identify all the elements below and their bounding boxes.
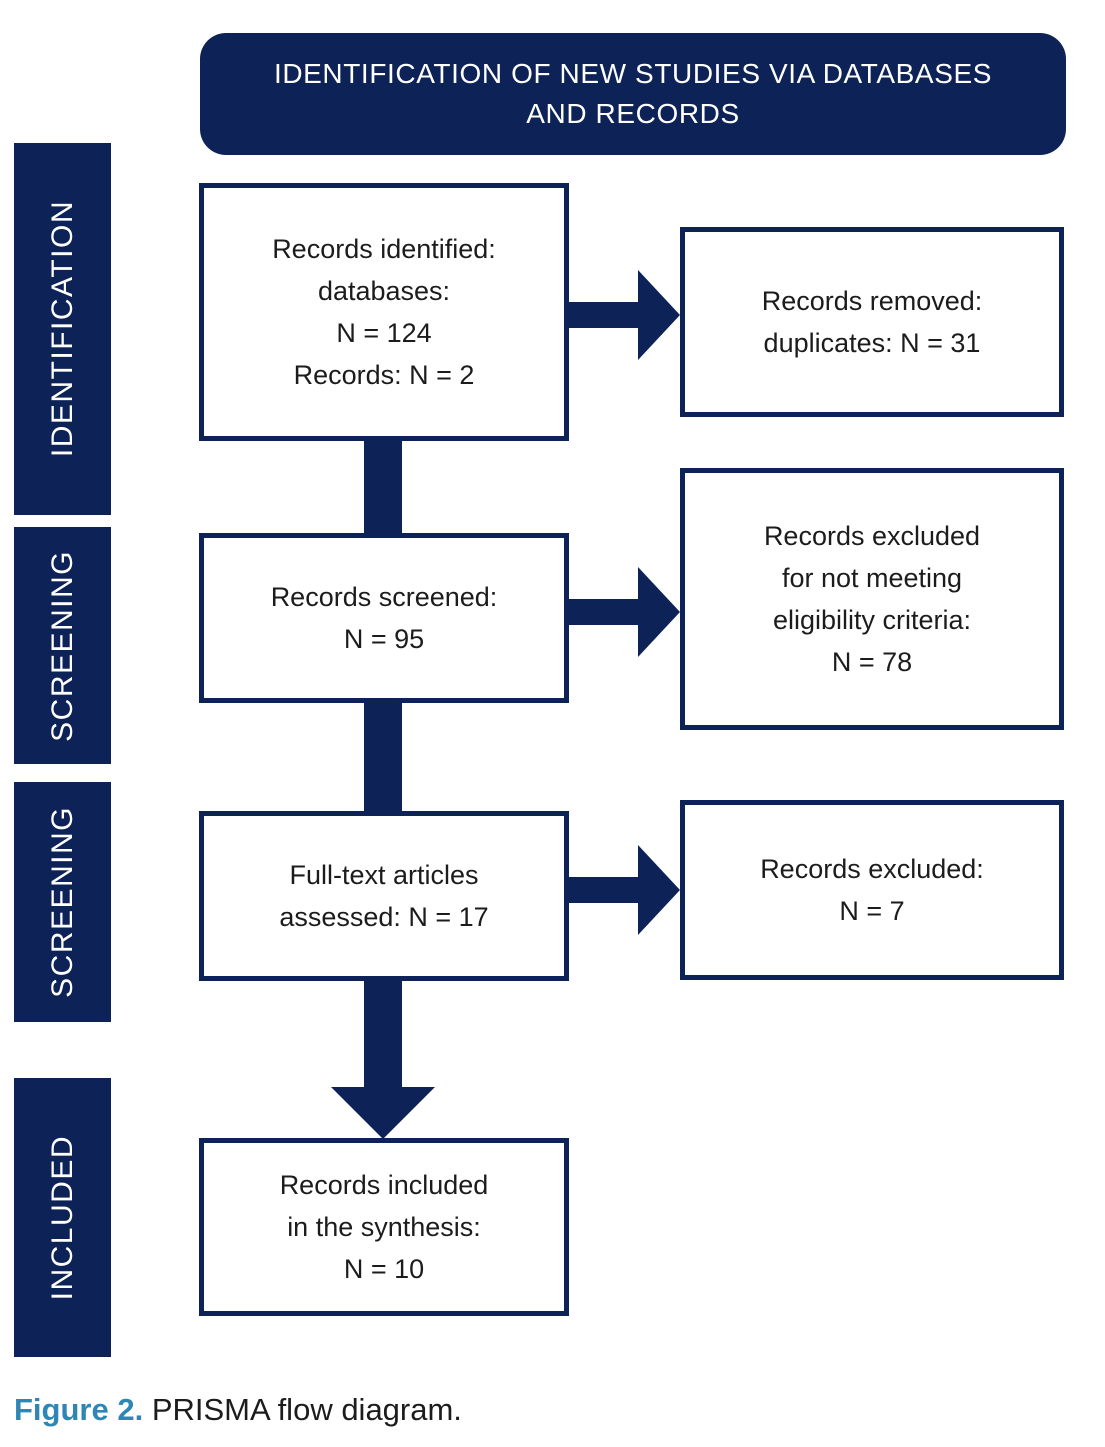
arrow-head [638,845,680,935]
stage-label-included: INCLUDED [45,1134,79,1301]
stage-label-screening-2: SCREENING [45,806,79,998]
stage-bar-identification: IDENTIFICATION [14,143,111,515]
arrow-head [638,567,680,657]
header-banner: IDENTIFICATION OF NEW STUDIES VIA DATABA… [200,33,1066,155]
right-arrow-fulltext-to-excluded-icon [567,845,680,935]
stage-label-screening-1: SCREENING [45,549,79,742]
stage-label-identification: IDENTIFICATION [45,200,79,458]
down-arrow-shaft-fulltext-to-included [364,979,402,1089]
box-records-included: Records included in the synthesis: N = 1… [199,1138,569,1316]
box-fulltext-assessed: Full-text articles assessed: N = 17 [199,811,569,981]
box-records-identified: Records identified: databases: N = 124 R… [199,183,569,441]
down-arrow-head-icon [331,1087,435,1139]
stage-bar-screening-1: SCREENING [14,527,111,764]
box-records-screened: Records screened: N = 95 [199,533,569,703]
right-arrow-screened-to-excluded-icon [567,567,680,657]
arrow-shaft [567,877,642,903]
stage-bar-included: INCLUDED [14,1078,111,1357]
arrow-shaft [567,302,642,328]
figure-caption-text: PRISMA flow diagram. [143,1392,462,1427]
figure-caption-number: Figure 2. [14,1392,144,1427]
stage-bar-screening-2: SCREENING [14,782,111,1022]
box-records-removed-duplicates: Records removed: duplicates: N = 31 [680,227,1064,417]
arrow-head [638,270,680,360]
right-arrow-identified-to-removed-icon [567,270,680,360]
figure-caption: Figure 2. PRISMA flow diagram. [14,1392,462,1428]
connector-identified-to-screened [364,441,402,535]
arrow-shaft [567,599,642,625]
box-records-excluded: Records excluded: N = 7 [680,800,1064,980]
box-records-excluded-eligibility: Records excluded for not meeting eligibi… [680,468,1064,730]
connector-screened-to-fulltext [364,701,402,813]
